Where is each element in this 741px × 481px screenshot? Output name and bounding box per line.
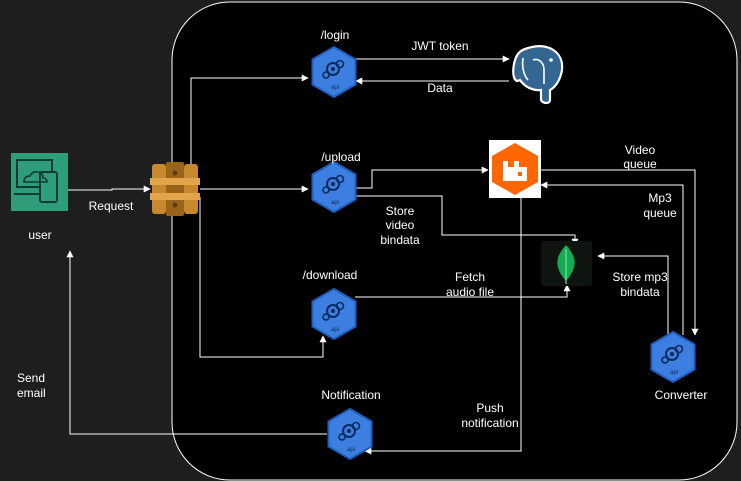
edge-notification-user-email	[66, 250, 327, 435]
edge-upload-rabbitmq	[348, 166, 489, 189]
user-device-icon	[11, 153, 68, 211]
rabbitmq-icon	[489, 140, 541, 198]
converter-label: Converter	[655, 388, 708, 402]
fetch-audio-label-2: audio file	[446, 285, 494, 299]
request-label: Request	[89, 199, 134, 213]
video-queue-label-2: queue	[623, 157, 657, 171]
api-badges: api api api api api	[331, 85, 678, 453]
edge-upload-mongodb	[348, 195, 579, 246]
edge-gateway-download	[199, 197, 327, 358]
video-queue-label-1: Video	[625, 143, 656, 157]
edge-rabbitmq-converter-video	[541, 169, 699, 336]
user-label: user	[28, 228, 51, 242]
send-email-label-2: email	[17, 386, 46, 400]
store-mp3-label-2: bindata	[620, 285, 660, 299]
notification-label: Notification	[321, 388, 380, 402]
edge-user-gateway	[68, 185, 151, 193]
api-gateway-icon	[150, 162, 200, 216]
store-video-label-3: bindata	[380, 233, 420, 247]
login-label: /login	[321, 28, 350, 42]
store-video-label-1: Store	[386, 204, 415, 218]
jwt-token-label: JWT token	[411, 39, 468, 53]
api-badge: api	[670, 370, 678, 376]
mp3-queue-label-1: Mp3	[648, 191, 672, 205]
api-badge: api	[347, 447, 355, 453]
connectors	[66, 55, 699, 455]
edge-download-mongodb	[355, 284, 571, 298]
edge-rabbitmq-notification	[364, 198, 522, 455]
edge-converter-rabbitmq-mp3	[540, 181, 684, 335]
api-badge: api	[331, 85, 339, 91]
mongodb-icon	[541, 241, 592, 286]
api-badge: api	[331, 200, 339, 206]
store-video-label-2: video	[386, 218, 415, 232]
send-email-label-1: Send	[17, 371, 45, 385]
edge-converter-mongodb-mp3	[597, 252, 669, 335]
push-notification-label-1: Push	[476, 401, 503, 415]
fetch-audio-label-1: Fetch	[455, 270, 485, 284]
postgresql-icon	[512, 45, 564, 105]
download-label: /download	[303, 268, 358, 282]
store-mp3-label-1: Store mp3	[612, 270, 668, 284]
mp3-queue-label-2: queue	[643, 206, 677, 220]
data-label: Data	[427, 81, 453, 95]
push-notification-label-2: notification	[461, 416, 518, 430]
services-cluster	[171, 1, 738, 481]
upload-label: /upload	[321, 150, 360, 164]
labels: /login /upload /download Notification Co…	[17, 28, 707, 430]
api-badge: api	[331, 327, 339, 333]
edge-gateway-login	[190, 74, 309, 170]
